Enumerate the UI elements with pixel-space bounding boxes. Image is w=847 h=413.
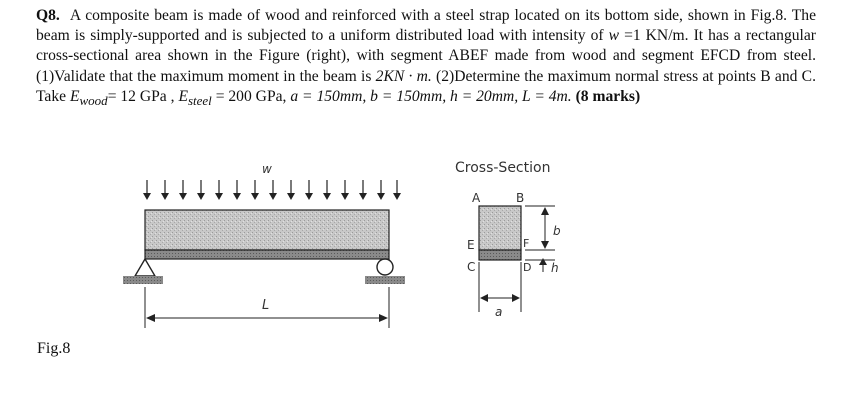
load-label: w	[262, 162, 272, 176]
e-steel-symbol: E	[178, 87, 188, 105]
dimension-a-label: a	[495, 305, 502, 319]
load-arrow	[359, 180, 367, 200]
load-arrow	[179, 180, 187, 200]
point-e-label: E	[467, 238, 475, 252]
marks-label: (8 marks)	[575, 87, 641, 105]
load-arrow	[377, 180, 385, 200]
load-symbol: w	[608, 27, 620, 45]
load-arrow	[305, 180, 313, 200]
figure-caption: Fig.8	[37, 340, 71, 357]
load-arrow	[215, 180, 223, 200]
load-arrow	[197, 180, 205, 200]
question-text: Q8.A composite beam is made of wood and …	[36, 6, 816, 111]
point-a-label: A	[472, 191, 481, 205]
distributed-load-arrows	[143, 180, 401, 200]
section-wood-abef	[478, 205, 522, 251]
pin-support	[123, 257, 163, 284]
span-dimension	[144, 287, 390, 328]
load-arrow	[161, 180, 169, 200]
e-wood-symbol: E	[69, 87, 80, 105]
load-arrow	[341, 180, 349, 200]
point-d-label: D	[523, 261, 531, 274]
beam-steel-strap	[144, 249, 390, 260]
e-wood-subscript: wood	[79, 92, 108, 108]
load-arrow	[287, 180, 295, 200]
max-moment-value: 2KN · m.	[375, 67, 432, 85]
dimension-h	[525, 258, 555, 272]
given-parameters: a = 150mm, b = 150mm, h = 20mm, L = 4m.	[290, 87, 572, 105]
roller-support	[365, 258, 405, 284]
point-c-label: C	[467, 260, 475, 274]
load-arrow	[393, 180, 401, 200]
load-arrow	[269, 180, 277, 200]
dimension-b	[525, 205, 555, 251]
e-steel-subscript: steel	[187, 92, 212, 108]
section-steel-efcd	[478, 249, 522, 261]
load-arrow	[143, 180, 151, 200]
dimension-b-label: b	[553, 224, 561, 238]
question-text-part-2: =1 KN/m. It has a rectangular cross-sect…	[36, 27, 816, 85]
dimension-a	[478, 262, 522, 312]
point-f-label: F	[523, 237, 529, 250]
question-text-part-4: = 12 GPa ,	[107, 87, 179, 105]
question-text-part-5: = 200 GPa,	[211, 87, 291, 105]
load-arrow	[251, 180, 259, 200]
question-text-part-1: A composite beam is made of wood and rei…	[36, 7, 816, 45]
question-number: Q8.	[36, 7, 60, 24]
load-arrow	[233, 180, 241, 200]
beam-wood	[144, 209, 390, 251]
question-text-part-3: (2)Determine the maximum normal stress a…	[36, 67, 816, 105]
dimension-h-label: h	[551, 261, 559, 275]
point-b-label: B	[516, 191, 524, 205]
cross-section-title: Cross-Section	[455, 160, 550, 176]
span-label: L	[262, 298, 269, 313]
load-arrow	[323, 180, 331, 200]
